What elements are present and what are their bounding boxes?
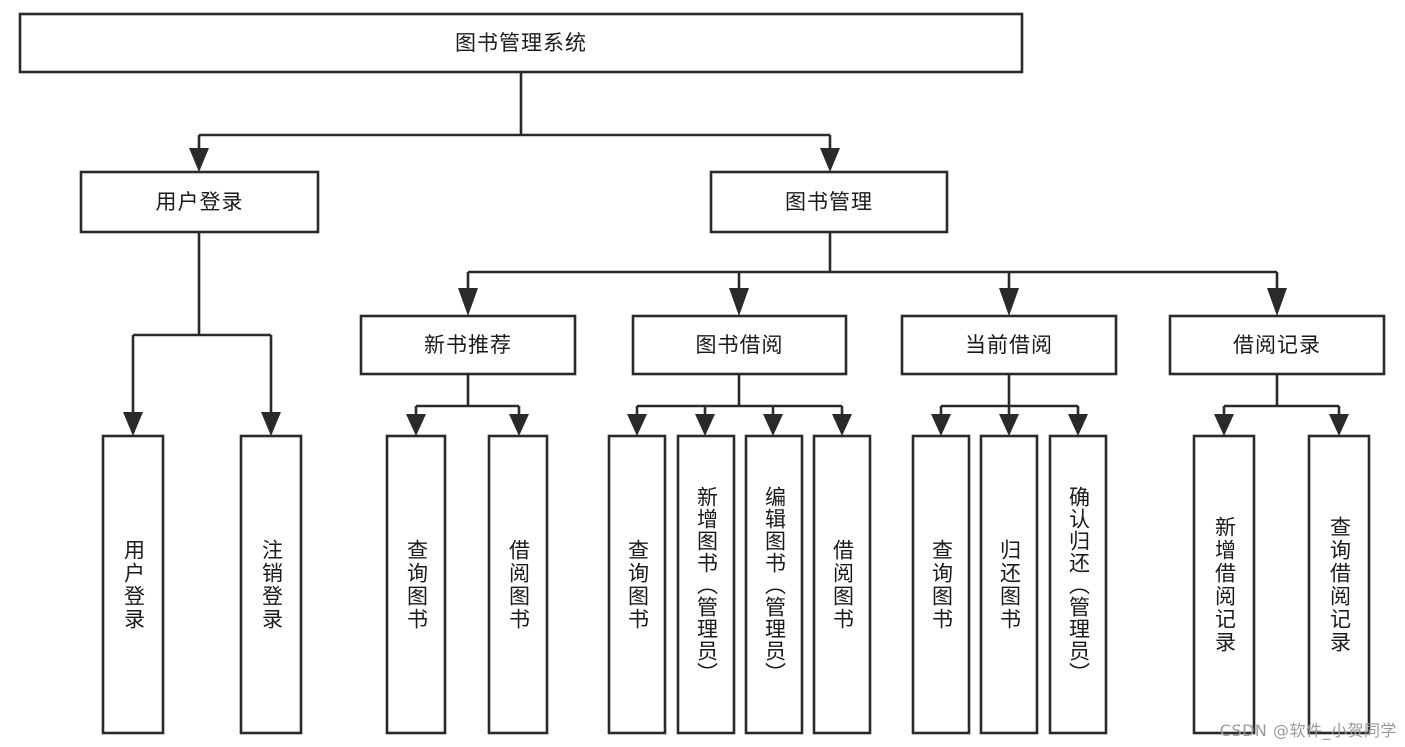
node-user-login[interactable]	[79, 170, 320, 234]
node-leaf-query-book-3[interactable]	[911, 434, 971, 735]
arrow-head-leaf-return-book	[999, 414, 1019, 436]
node-new-book-recommend[interactable]	[359, 314, 577, 376]
arrow-head-borrow-record	[1267, 288, 1287, 316]
arrow-head-leaf-borrow-book-2	[832, 414, 852, 436]
arrow-head-user-login	[189, 148, 209, 172]
connector-group-root	[189, 72, 840, 172]
connector-group-book-manage	[458, 232, 1287, 316]
arrow-head-leaf-borrow-book-1	[509, 414, 529, 436]
node-leaf-query-book-1[interactable]	[385, 434, 447, 735]
arrow-head-leaf-add-record	[1214, 414, 1234, 436]
node-leaf-user-login[interactable]	[101, 434, 165, 735]
node-borrow-record[interactable]	[1168, 314, 1386, 376]
node-leaf-borrow-book-1[interactable]	[487, 434, 549, 735]
arrow-head-leaf-user-login	[123, 412, 143, 436]
arrow-head-leaf-query-book-1	[406, 414, 426, 436]
arrow-head-book-manage	[820, 148, 840, 172]
node-leaf-borrow-book-2[interactable]	[812, 434, 872, 735]
node-leaf-add-record[interactable]	[1192, 434, 1256, 735]
node-leaf-query-record[interactable]	[1307, 434, 1371, 735]
arrow-head-book-borrow	[729, 288, 749, 316]
node-leaf-return-book[interactable]	[979, 434, 1039, 735]
node-leaf-query-book-2[interactable]	[607, 434, 667, 735]
arrow-head-leaf-edit-book	[763, 414, 783, 436]
node-leaf-confirm-return[interactable]	[1048, 434, 1108, 735]
connector-group-book-borrow	[627, 374, 852, 436]
node-leaf-add-book[interactable]	[676, 434, 736, 735]
node-leaf-edit-book[interactable]	[744, 434, 804, 735]
connector-group-user-login	[123, 232, 281, 436]
arrow-head-new-book-recommend	[458, 288, 478, 316]
node-book-borrow[interactable]	[631, 314, 848, 376]
arrow-head-leaf-add-book	[695, 414, 715, 436]
connector-group-new-book-recommend	[406, 374, 529, 436]
arrow-head-leaf-query-record	[1329, 414, 1349, 436]
connector-group-borrow-record	[1214, 374, 1349, 436]
node-leaf-logout-login[interactable]	[239, 434, 303, 735]
arrow-head-leaf-query-book-3	[931, 414, 951, 436]
node-current-borrow[interactable]	[900, 314, 1118, 376]
arrow-head-current-borrow	[999, 288, 1019, 316]
node-root[interactable]	[18, 12, 1024, 74]
arrow-head-leaf-query-book-2	[627, 414, 647, 436]
connector-group-current-borrow	[931, 374, 1088, 436]
node-book-manage[interactable]	[709, 170, 949, 234]
arrow-head-leaf-logout-login	[261, 412, 281, 436]
arrow-head-leaf-confirm-return	[1068, 414, 1088, 436]
